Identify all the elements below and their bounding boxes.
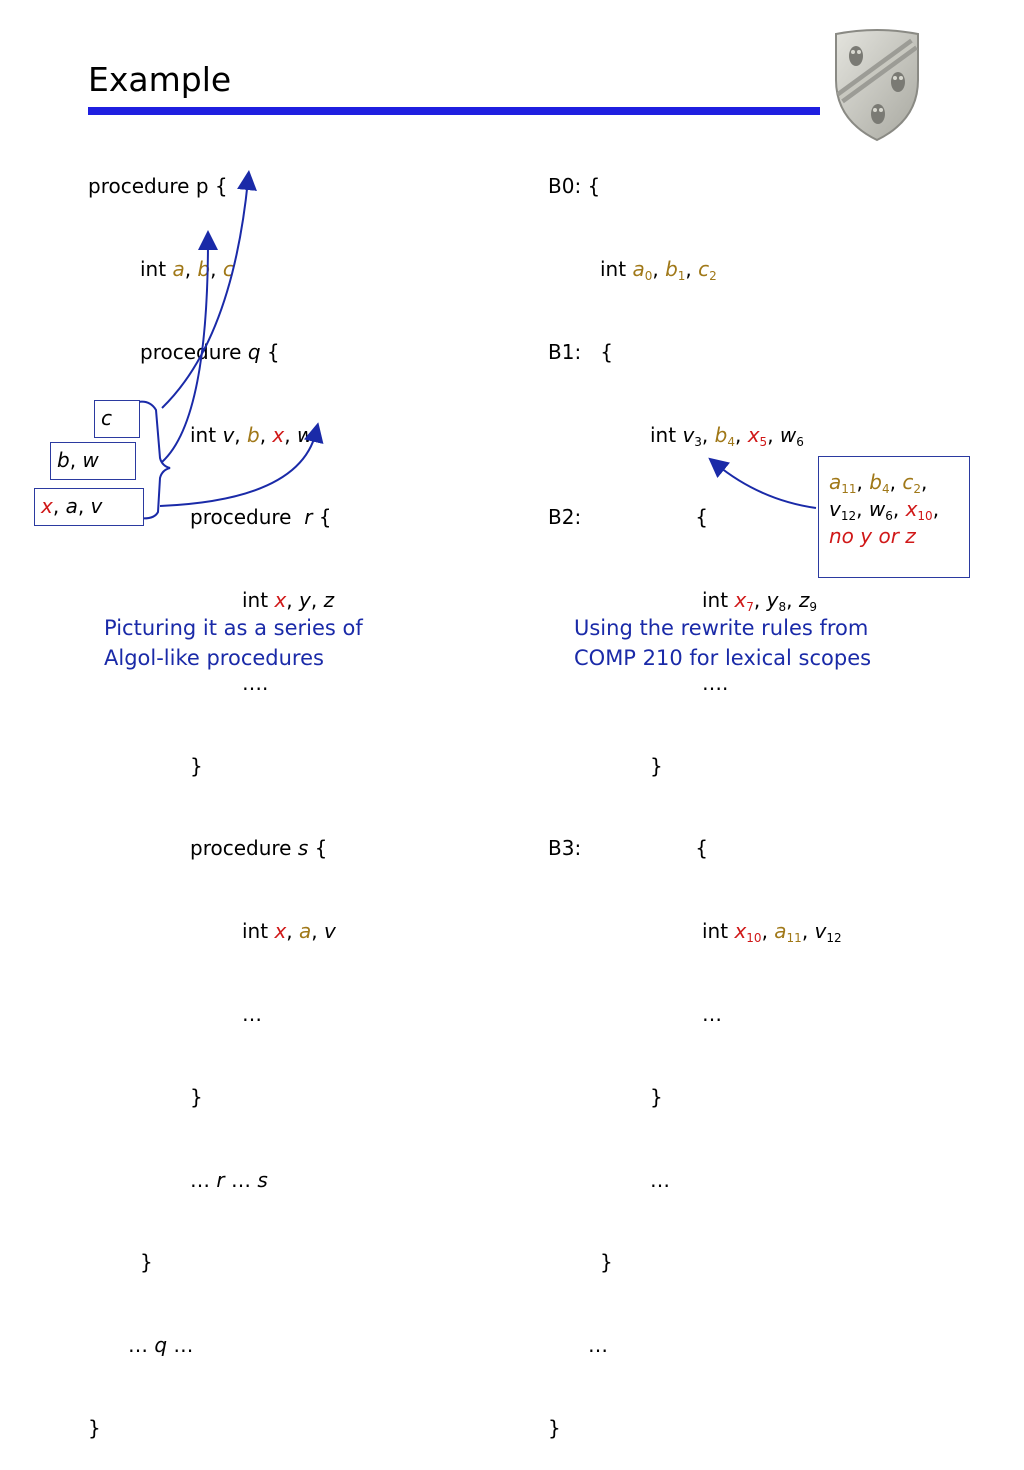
callout-line: a11, b4, c2, (829, 470, 928, 496)
scope-box-bw: b, w (50, 442, 136, 480)
code-line: procedure r { (190, 505, 332, 530)
code-line: int x10, a11, v12 (702, 919, 842, 946)
code-line: … (702, 1002, 722, 1026)
code-line: } (548, 1415, 561, 1440)
title-rule (88, 107, 820, 115)
code-line: …. (242, 670, 269, 695)
code-line: } (140, 1250, 153, 1275)
scope-box-xav: x, a, v (34, 488, 144, 526)
callout-line: v12, w6, x10, (829, 497, 940, 523)
scope-arrows (137, 170, 817, 520)
code-line: procedure q { (140, 339, 280, 364)
arrow-to-bw (161, 230, 218, 463)
owl-crest-icon (835, 29, 919, 142)
right-caption: Using the rewrite rules from COMP 210 fo… (574, 616, 872, 670)
code-line: procedure p { (88, 174, 228, 199)
code-line: … r … s (190, 1167, 268, 1192)
code-line: int v3, b4, x5, w6 (650, 422, 804, 449)
code-line: } (190, 1084, 203, 1109)
scope-bracket (137, 400, 171, 520)
code-line: … q … (128, 1333, 194, 1358)
code-line: B1: { (548, 339, 613, 364)
scope-box-c: c (94, 400, 140, 438)
code-line: … (588, 1333, 608, 1358)
code-line: B2:{ (548, 505, 708, 530)
code-line: … (242, 1002, 262, 1026)
callout-note: no y or z (829, 524, 916, 548)
code-line: int a0, b1, c2 (600, 256, 717, 283)
arrow-to-xav (159, 422, 324, 507)
code-line: …. (702, 670, 729, 695)
code-line: B0: { (548, 174, 601, 199)
code-line: … (650, 1167, 670, 1192)
code-line: int x, a, v (242, 919, 336, 944)
slide-title: Example (88, 60, 232, 99)
code-line: int a, b, c (140, 256, 234, 281)
code-line: } (650, 1084, 663, 1109)
visible-variables-callout: a11, b4, c2, v12, w6, x10, no y or z (818, 456, 970, 578)
code-line: B3:{ (548, 836, 708, 861)
arrow-to-callout (708, 457, 817, 509)
code-line: int x, y, z (242, 588, 335, 613)
code-line: int x7, y8, z9 (702, 588, 817, 615)
code-line: procedure s { (190, 836, 328, 861)
arrow-to-c (161, 170, 257, 409)
code-line: } (600, 1250, 613, 1275)
left-caption: Picturing it as a series of Algol-like p… (104, 616, 363, 670)
code-line: } (88, 1415, 101, 1440)
